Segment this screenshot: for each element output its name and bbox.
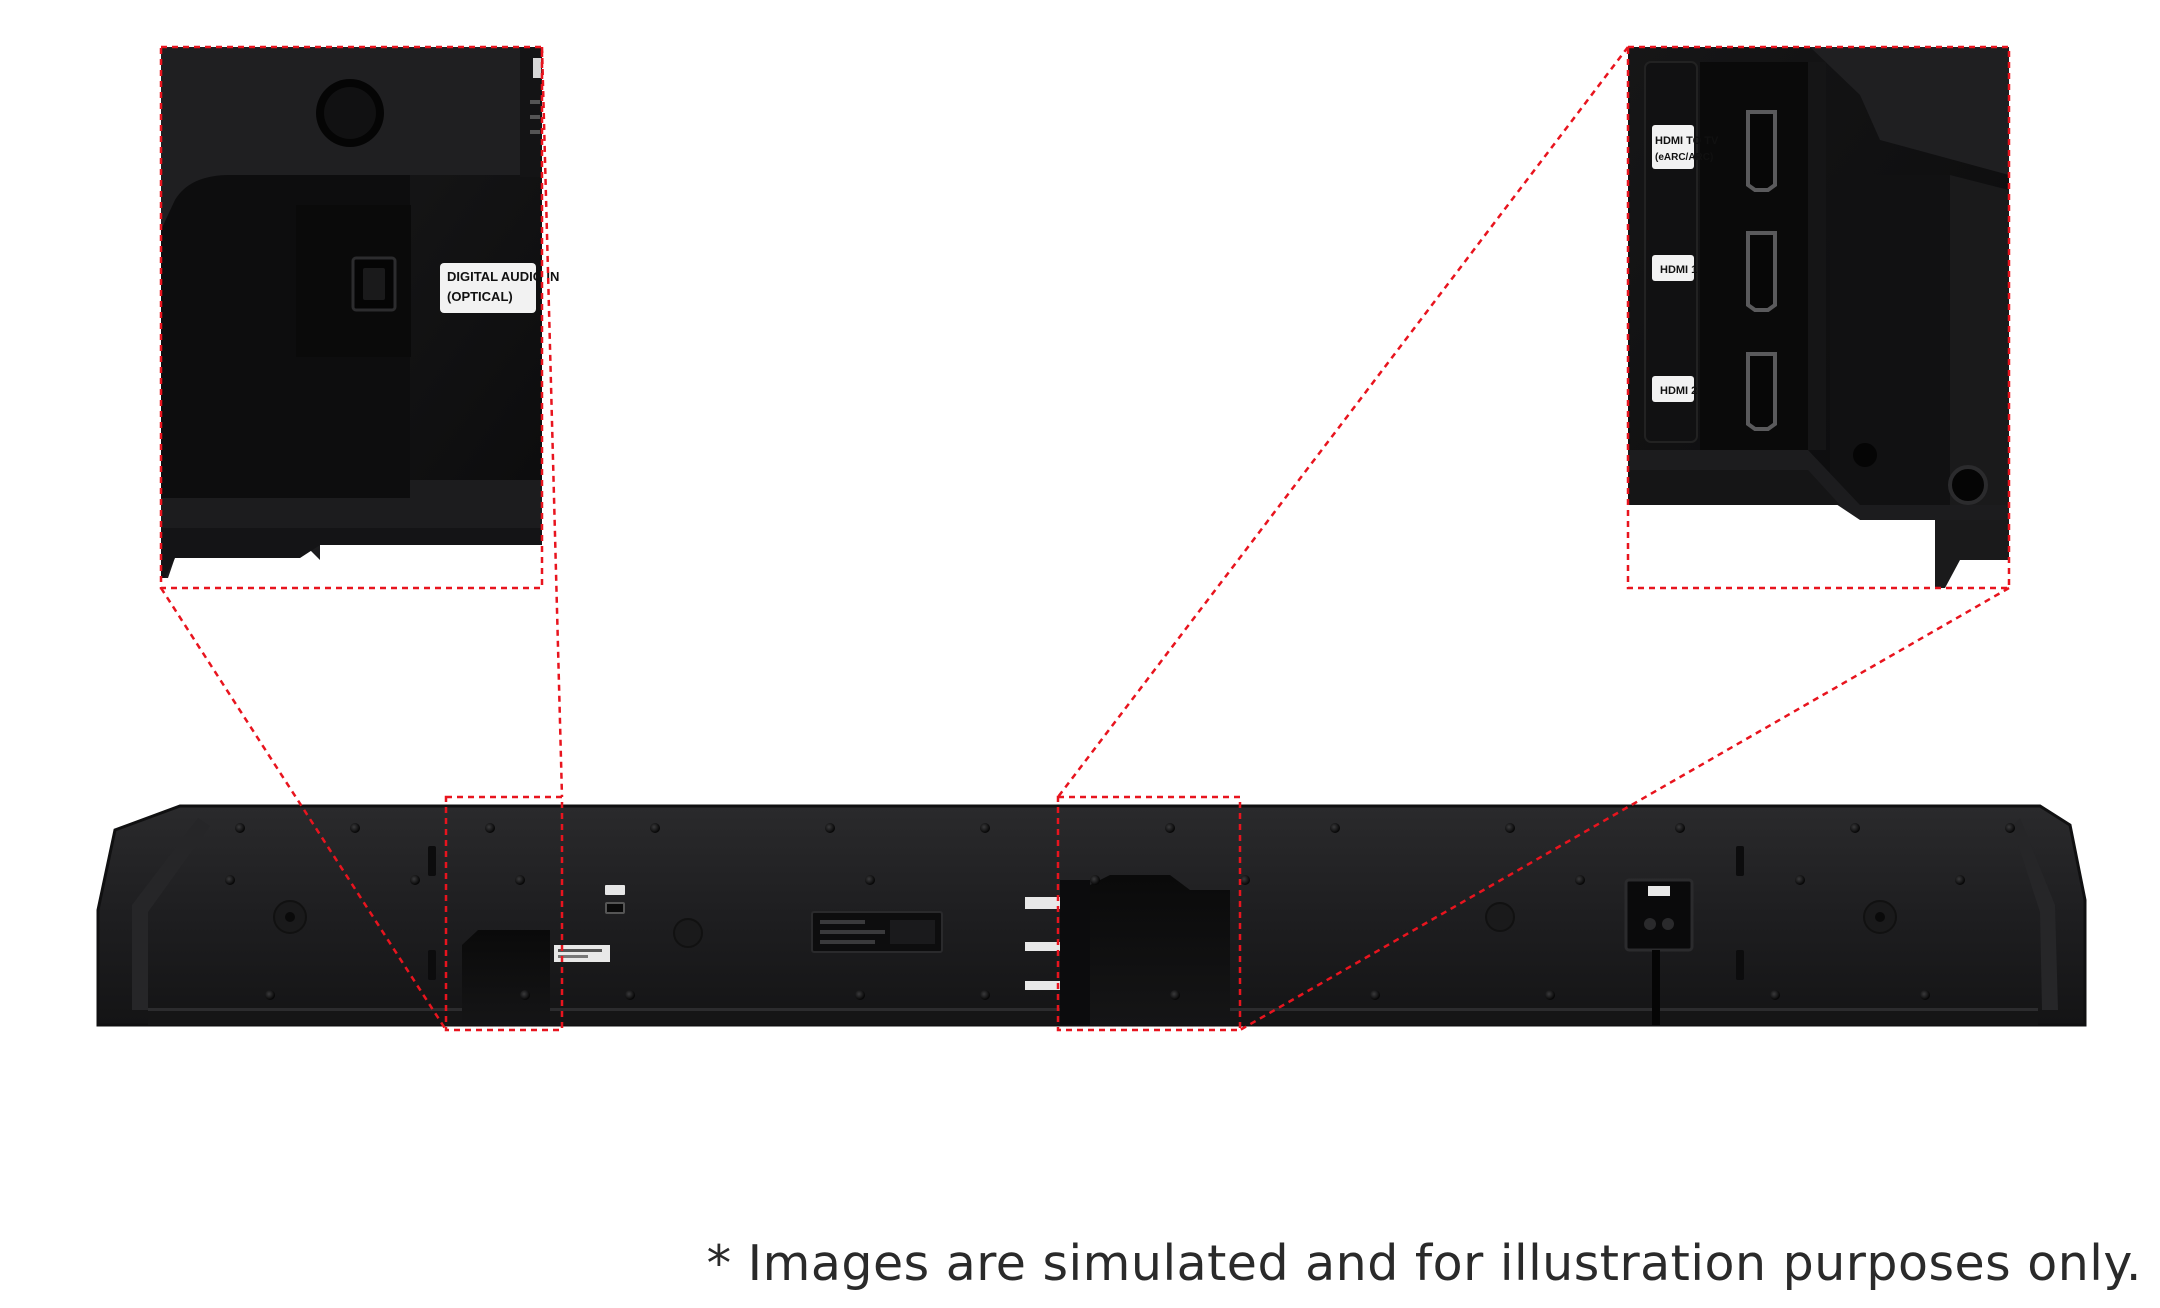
screw-icon [1090, 875, 1100, 885]
optical-callout-frame [159, 45, 544, 590]
hdmi-2-label-text: HDMI 2 [1660, 385, 1697, 397]
screw-icon [980, 990, 990, 1000]
power-label [1648, 886, 1670, 896]
hdmi-tv-label: HDMI TO TV (eARC/ARC) [1652, 125, 1719, 169]
screw-icon [1330, 823, 1340, 833]
screw-icon [1675, 823, 1685, 833]
screw-group [225, 823, 2015, 1000]
screw-icon [1770, 990, 1780, 1000]
usb-port-icon [605, 902, 625, 914]
screw-icon [1795, 875, 1805, 885]
optical-label: DIGITAL AUDIO IN (OPTICAL) [440, 263, 559, 313]
screw-icon [1240, 875, 1250, 885]
round-hole-icon [316, 79, 384, 147]
screw-icon [1850, 823, 1860, 833]
hdmi-callout-frame [1626, 45, 2011, 590]
hdmi-1-label-text: HDMI 1 [1660, 264, 1697, 276]
hdmi-inset-photo: HDMI TO TV (eARC/ARC) HDMI 1 HDMI 2 [1628, 47, 2009, 588]
screw-icon [1165, 823, 1175, 833]
hdmi-tv-label-line-2: (eARC/ARC) [1655, 152, 1713, 163]
screw-icon [825, 823, 835, 833]
usb-label [605, 885, 625, 895]
hdmi-callout-line-right [1239, 586, 2010, 1032]
screw-icon [515, 875, 525, 885]
screw-icon [1955, 875, 1965, 885]
hdmi-1-port-icon [1746, 231, 1777, 312]
screw-icon [625, 990, 635, 1000]
screw-icon [2005, 823, 2015, 833]
screw-icon [650, 823, 660, 833]
screw-icon [235, 823, 245, 833]
screw-icon [1545, 990, 1555, 1000]
hdmi-tv-mini-label [1025, 897, 1060, 909]
screw-icon [485, 823, 495, 833]
screw-icon [1170, 990, 1180, 1000]
soundbar-body [96, 804, 2087, 1027]
callout-lines [159, 45, 2011, 1032]
screw-icon [1920, 990, 1930, 1000]
screw-icon [225, 875, 235, 885]
screw-icon [865, 875, 875, 885]
screw-icon [350, 823, 360, 833]
screw-icon [980, 823, 990, 833]
hdmi-zoom-box [1056, 795, 1242, 1032]
optical-label-line-2: (OPTICAL) [447, 289, 513, 304]
screw-icon [265, 990, 275, 1000]
disclaimer-text: * Images are simulated and for illustrat… [706, 1235, 2142, 1292]
screw-icon [1505, 823, 1515, 833]
hdmi-tv-label-line-1: HDMI TO TV [1655, 135, 1719, 147]
optical-zoom-box [444, 795, 564, 1032]
hdmi-tv-port-icon [1746, 110, 1777, 192]
optical-inset-photo: DIGITAL AUDIO IN (OPTICAL) [161, 47, 559, 588]
optical-port-icon [351, 256, 397, 312]
hdmi-2-mini-label [1025, 981, 1060, 990]
hdmi-callout-line-left [1057, 46, 1629, 798]
screw-icon [1370, 990, 1380, 1000]
hdmi-2-port-icon [1746, 352, 1777, 431]
screw-icon [410, 875, 420, 885]
screw-icon [855, 990, 865, 1000]
optical-callout-line-right [540, 46, 564, 798]
optical-label-line-1: DIGITAL AUDIO IN [447, 269, 559, 284]
screw-icon [520, 990, 530, 1000]
hdmi-2-label: HDMI 2 [1652, 376, 1697, 402]
screw-icon [1575, 875, 1585, 885]
hdmi-1-label: HDMI 1 [1652, 255, 1697, 281]
hdmi-1-mini-label [1025, 942, 1060, 951]
